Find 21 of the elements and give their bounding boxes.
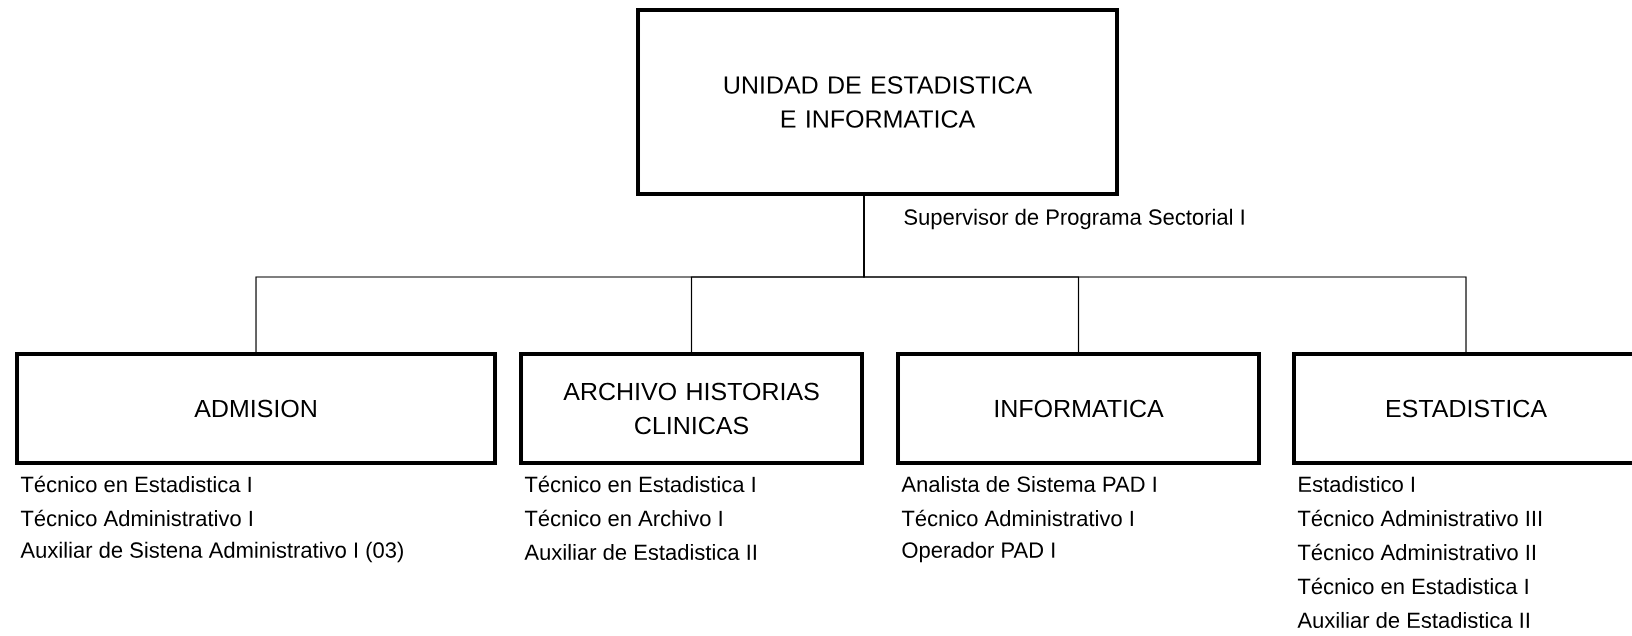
position-text: Auxiliar de Estadistica II xyxy=(1297,611,1529,629)
position-text: Analista de Sistema PAD I xyxy=(901,475,1156,493)
position-text: Auxiliar de Sistena Administrativo I (03) xyxy=(20,541,403,563)
unit-box: ADMISION xyxy=(15,352,497,465)
position-text: Operador PAD I xyxy=(902,541,1055,563)
unit-box: ARCHIVO HISTORIAS CLINICAS xyxy=(519,352,864,465)
unit-box: UNIDAD DE ESTADISTICA E INFORMATICA xyxy=(636,8,1119,196)
position-text: Técnico en Estadistica I xyxy=(524,475,755,493)
position-text: Técnico Administrativo II xyxy=(1297,543,1535,561)
position-text: Técnico Administrativo I xyxy=(901,509,1133,527)
unit-box: ESTADISTICA xyxy=(1292,352,1632,465)
position-text: Supervisor de Programa Sectorial I xyxy=(904,208,1244,230)
position-text: Auxiliar de Estadistica II xyxy=(524,543,756,561)
position-text: Técnico en Estadistica I xyxy=(20,475,251,493)
unit-box: INFORMATICA xyxy=(896,352,1261,465)
position-text: Técnico en Estadistica I xyxy=(1297,577,1528,595)
position-text: Técnico en Archivo I xyxy=(524,509,722,527)
position-text: Técnico Administrativo I xyxy=(20,509,252,527)
position-text: Estadistico I xyxy=(1299,475,1414,493)
connector-line xyxy=(863,195,1467,353)
position-text: Técnico Administrativo III xyxy=(1297,509,1542,527)
